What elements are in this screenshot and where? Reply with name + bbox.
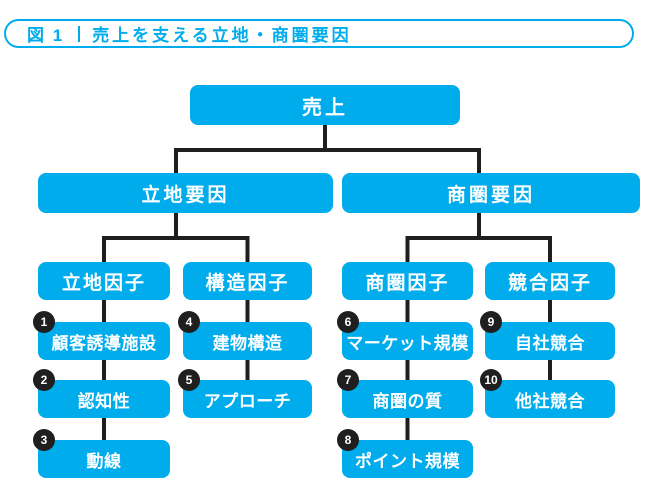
node-tradearea-factors: 商圏要因: [342, 173, 640, 213]
badge-number-8: 8: [337, 429, 359, 451]
node-label: 自社競合: [515, 333, 585, 353]
badge-number-5: 5: [178, 369, 200, 391]
badge-number-9: 9: [480, 311, 502, 333]
node-sales: 売上: [190, 85, 460, 125]
node-label: 顧客誘導施設: [51, 333, 157, 353]
node-tradearea-quality: 7 商圏の質: [337, 369, 473, 418]
node-label: 商圏要因: [446, 184, 535, 206]
node-label: 売上: [302, 96, 348, 119]
node-label: マーケット規模: [346, 333, 469, 353]
badge-number-7: 7: [337, 369, 359, 391]
node-market-size: 6 マーケット規模: [337, 311, 473, 360]
node-label: 商圏因子: [365, 272, 450, 294]
badge-number-2: 2: [33, 369, 55, 391]
connector-tradearea-to-factors: [405, 213, 552, 262]
node-approach: 5 アプローチ: [178, 369, 312, 418]
figure-title-bar: 図 1 売上を支える立地・商圏要因: [4, 19, 634, 48]
node-own-competition: 9 自社競合: [480, 311, 615, 360]
node-traffic-line: 3 動線: [33, 429, 170, 478]
node-label: 商圏の質: [372, 391, 443, 411]
node-label: アプローチ: [203, 391, 292, 411]
node-label: ポイント規模: [355, 451, 460, 471]
node-label: 建物構造: [212, 333, 283, 353]
badge-number-1: 1: [33, 311, 55, 333]
figure-title: 売上を支える立地・商圏要因: [92, 26, 352, 45]
node-label: 競合因子: [507, 272, 592, 294]
connector-location-to-factors: [102, 213, 250, 262]
badge-number-3: 3: [33, 429, 55, 451]
node-competition-factor: 競合因子: [485, 262, 615, 300]
node-visibility: 2 認知性: [33, 369, 170, 418]
node-other-competition: 10 他社競合: [480, 369, 615, 418]
title-divider-bar: [78, 25, 81, 42]
node-tradearea-factor: 商圏因子: [342, 262, 473, 300]
connector-root-to-branches: [174, 125, 481, 173]
node-site-factor: 立地因子: [38, 262, 170, 300]
node-label: 構造因子: [205, 272, 290, 294]
node-building-structure: 4 建物構造: [178, 311, 312, 360]
node-label: 他社競合: [515, 391, 585, 411]
figure-number: 図 1: [27, 26, 65, 45]
node-customer-attracting-facility: 1 顧客誘導施設: [33, 311, 170, 360]
node-label: 立地因子: [61, 272, 146, 294]
node-label: 認知性: [77, 391, 131, 411]
badge-number-6: 6: [337, 311, 359, 333]
node-point-size: 8 ポイント規模: [337, 429, 473, 478]
node-location-factors: 立地要因: [38, 173, 333, 213]
node-structure-factor: 構造因子: [183, 262, 312, 300]
badge-number-4: 4: [178, 311, 200, 333]
node-label: 立地要因: [141, 184, 230, 206]
badge-number-10: 10: [480, 369, 502, 391]
node-label: 動線: [86, 451, 122, 471]
